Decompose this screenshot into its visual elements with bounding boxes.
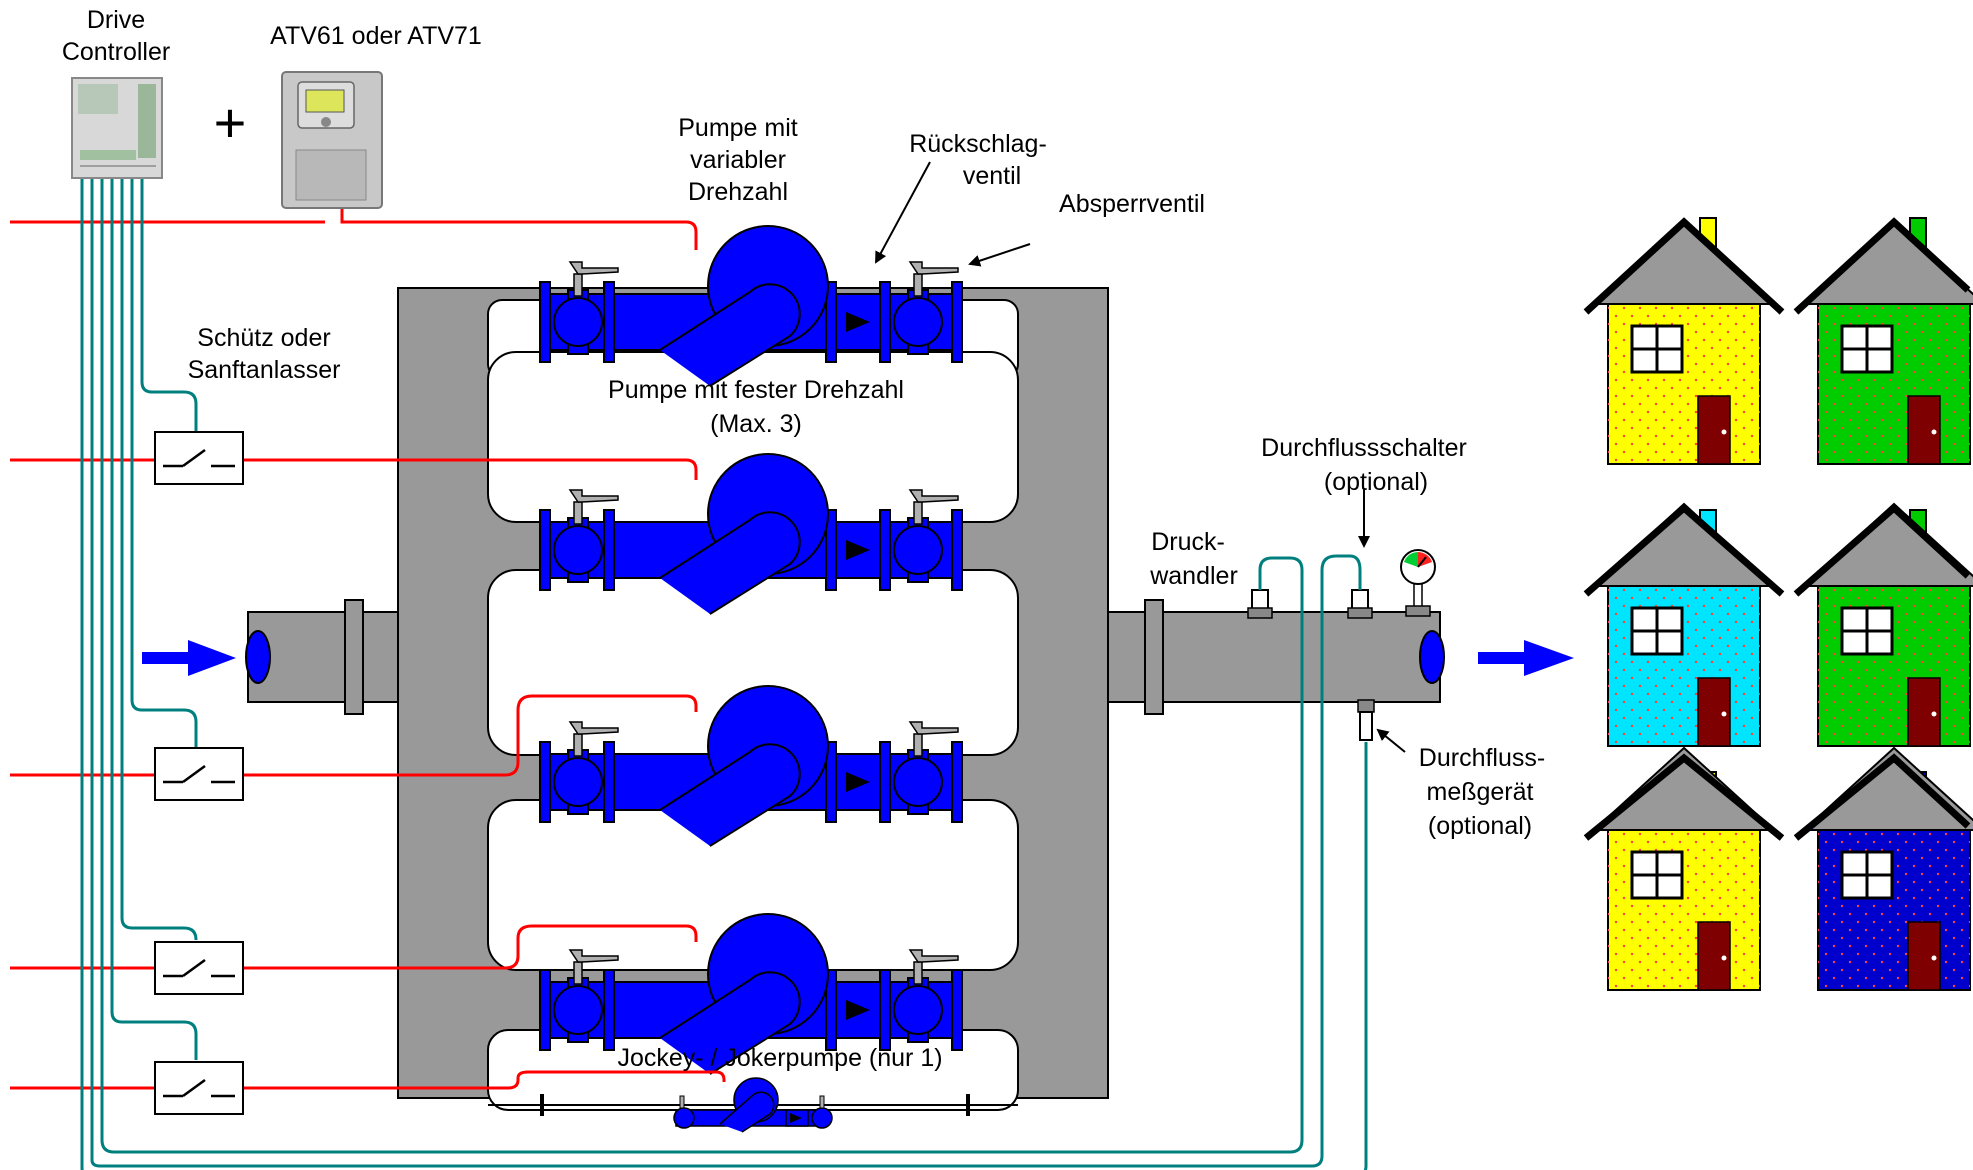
flow-arrow-in <box>142 640 236 676</box>
house-2 <box>1793 217 1973 466</box>
label-shutoff-valve: Absperrventil <box>1059 190 1205 218</box>
label-flow-switch-1: Durchflussschalter <box>1261 434 1467 462</box>
contactor-4 <box>153 1060 245 1116</box>
house-3 <box>1583 502 1785 748</box>
label-flow-switch-2: (optional) <box>1324 468 1428 496</box>
control-lines <box>80 175 1368 1170</box>
label-fixed-pump-2: (Max. 3) <box>710 410 802 438</box>
label-contactor-2: Sanftanlasser <box>188 356 341 384</box>
contactor-3 <box>153 940 245 996</box>
label-check-valve-2: ventil <box>963 162 1021 190</box>
contactor-2 <box>153 746 245 802</box>
label-flowmeter-3: (optional) <box>1428 812 1532 840</box>
label-var-pump-1: Pumpe mit <box>678 114 798 142</box>
house-4 <box>1793 502 1973 748</box>
house-1 <box>1583 217 1785 466</box>
label-drive-controller-1: Drive <box>87 6 145 34</box>
label-var-pump-3: Drehzahl <box>688 178 788 206</box>
label-flowmeter-1: Durchfluss- <box>1419 744 1545 772</box>
pressure-transducer <box>1247 589 1273 619</box>
label-check-valve-1: Rückschlag- <box>909 130 1047 158</box>
house-5 <box>1583 746 1785 992</box>
pressure-gauge <box>1400 549 1436 617</box>
label-plus: + <box>214 91 247 154</box>
atv-drive-device <box>281 71 383 209</box>
label-jockey: Jockey- / Jokerpumpe (nur 1) <box>617 1044 942 1072</box>
contactor-1 <box>153 430 245 486</box>
flow-switch <box>1347 589 1373 619</box>
flowmeter <box>1357 699 1375 741</box>
label-atv: ATV61 oder ATV71 <box>270 22 482 50</box>
label-drive-controller-2: Controller <box>62 38 170 66</box>
house-6 <box>1793 746 1973 992</box>
jockey-pump <box>673 1077 833 1133</box>
label-var-pump-2: variabler <box>690 146 786 174</box>
annotation-arrows <box>875 161 1406 753</box>
drive-controller-device <box>71 77 163 179</box>
label-flowmeter-2: meßgerät <box>1427 778 1534 806</box>
label-fixed-pump-1: Pumpe mit fester Drehzahl <box>608 376 904 404</box>
label-pressure-1: Druck- <box>1151 528 1225 556</box>
flow-arrow-out <box>1478 640 1574 676</box>
power-lines <box>10 208 726 1090</box>
label-pressure-2: wandler <box>1149 562 1238 590</box>
label-contactor-1: Schütz oder <box>197 324 330 352</box>
